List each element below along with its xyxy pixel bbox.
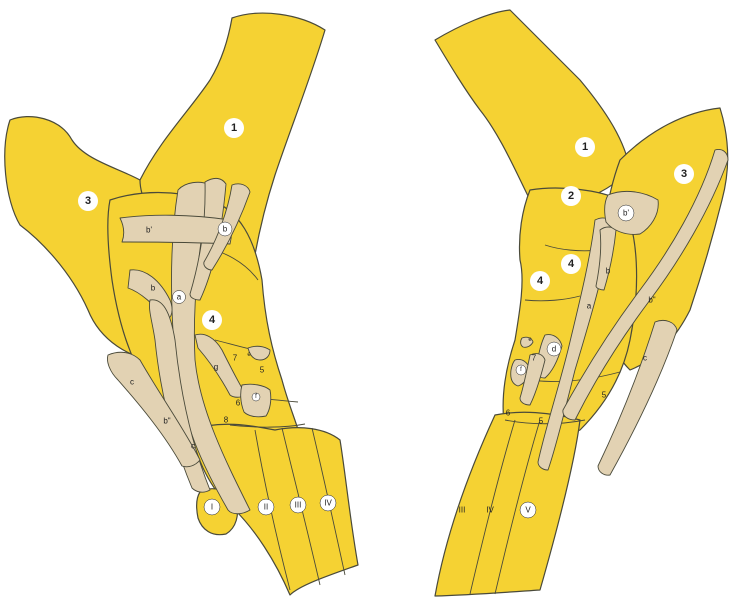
left-label-8: 8 [224,416,229,425]
left-label-IV: IV [320,495,336,511]
left-label-f: f [252,393,260,401]
svg-text:4: 4 [537,275,544,287]
right-label-b-prime: b' [618,205,634,221]
svg-text:1: 1 [582,141,588,153]
right-label-2: 2 [561,186,581,206]
left-label-4: 4 [202,310,222,330]
left-label-6: 6 [236,399,241,408]
svg-text:b: b [151,284,156,293]
svg-text:7: 7 [233,354,238,363]
left-label-b-prime: b' [146,226,152,235]
right-label-V: V [520,502,536,518]
svg-text:IV: IV [486,506,494,515]
svg-text:II: II [264,503,268,512]
svg-text:1: 1 [231,122,237,134]
right-bone-1-shape [435,10,630,204]
right-label-d: d [547,342,561,356]
right-label-5b: 5 [539,417,544,426]
left-label-b-upper: b [218,222,232,236]
svg-text:b": b" [648,296,655,305]
left-ligament-b-prime-shape [120,215,232,244]
svg-text:I: I [211,503,213,512]
left-label-II: II [258,499,274,515]
right-label-III: III [459,506,466,515]
svg-text:2: 2 [568,190,574,202]
svg-text:g: g [214,363,218,372]
left-label-c-upper: c [130,378,134,387]
svg-text:a: a [587,302,592,311]
svg-text:c: c [191,442,195,451]
right-label-1: 1 [575,137,595,157]
svg-text:III: III [459,506,466,515]
left-label-3: 3 [78,191,98,211]
right-label-3: 3 [674,164,694,184]
svg-text:6: 6 [236,399,241,408]
svg-text:8: 8 [224,416,229,425]
right-label-IV: IV [486,506,494,515]
svg-text:d: d [552,345,556,354]
left-label-III: III [290,497,306,513]
right-label-4a: 4 [561,254,581,274]
right-label-c: c [643,354,647,363]
right-view [435,10,728,596]
svg-text:b: b [606,267,611,276]
svg-text:5: 5 [539,417,544,426]
left-label-1: 1 [224,118,244,138]
svg-text:5: 5 [260,366,265,375]
left-label-5: 5 [260,366,265,375]
svg-text:b": b" [163,417,170,426]
svg-text:IV: IV [324,499,332,508]
svg-text:b': b' [623,209,629,218]
svg-text:7: 7 [532,354,537,363]
left-label-b-lower: b [151,284,156,293]
left-label-a: a [173,291,186,304]
right-metacarpals-shape [435,412,580,596]
right-label-4b: 4 [530,271,550,291]
svg-text:b: b [223,225,228,234]
left-label-c-lower: c [191,442,195,451]
right-label-6: 6 [506,409,511,418]
right-label-b: b [606,267,611,276]
svg-text:4: 4 [568,258,575,270]
right-label-a: a [587,302,592,311]
right-label-5a: 5 [602,391,607,400]
svg-text:V: V [525,506,531,515]
left-label-I: I [204,499,220,515]
svg-text:a: a [177,293,182,302]
right-label-f: f [516,365,526,375]
right-label-b-double: b" [648,296,655,305]
svg-text:5: 5 [602,391,607,400]
left-label-g: g [214,363,218,372]
left-label-7: 7 [233,354,238,363]
svg-text:c: c [130,378,134,387]
left-label-b-double: b" [163,417,170,426]
svg-text:b': b' [146,226,152,235]
svg-text:3: 3 [85,195,91,207]
right-label-7: 7 [532,354,537,363]
svg-text:4: 4 [209,314,216,326]
svg-text:3: 3 [681,168,687,180]
svg-text:III: III [295,501,302,510]
svg-text:6: 6 [506,409,511,418]
svg-text:c: c [643,354,647,363]
